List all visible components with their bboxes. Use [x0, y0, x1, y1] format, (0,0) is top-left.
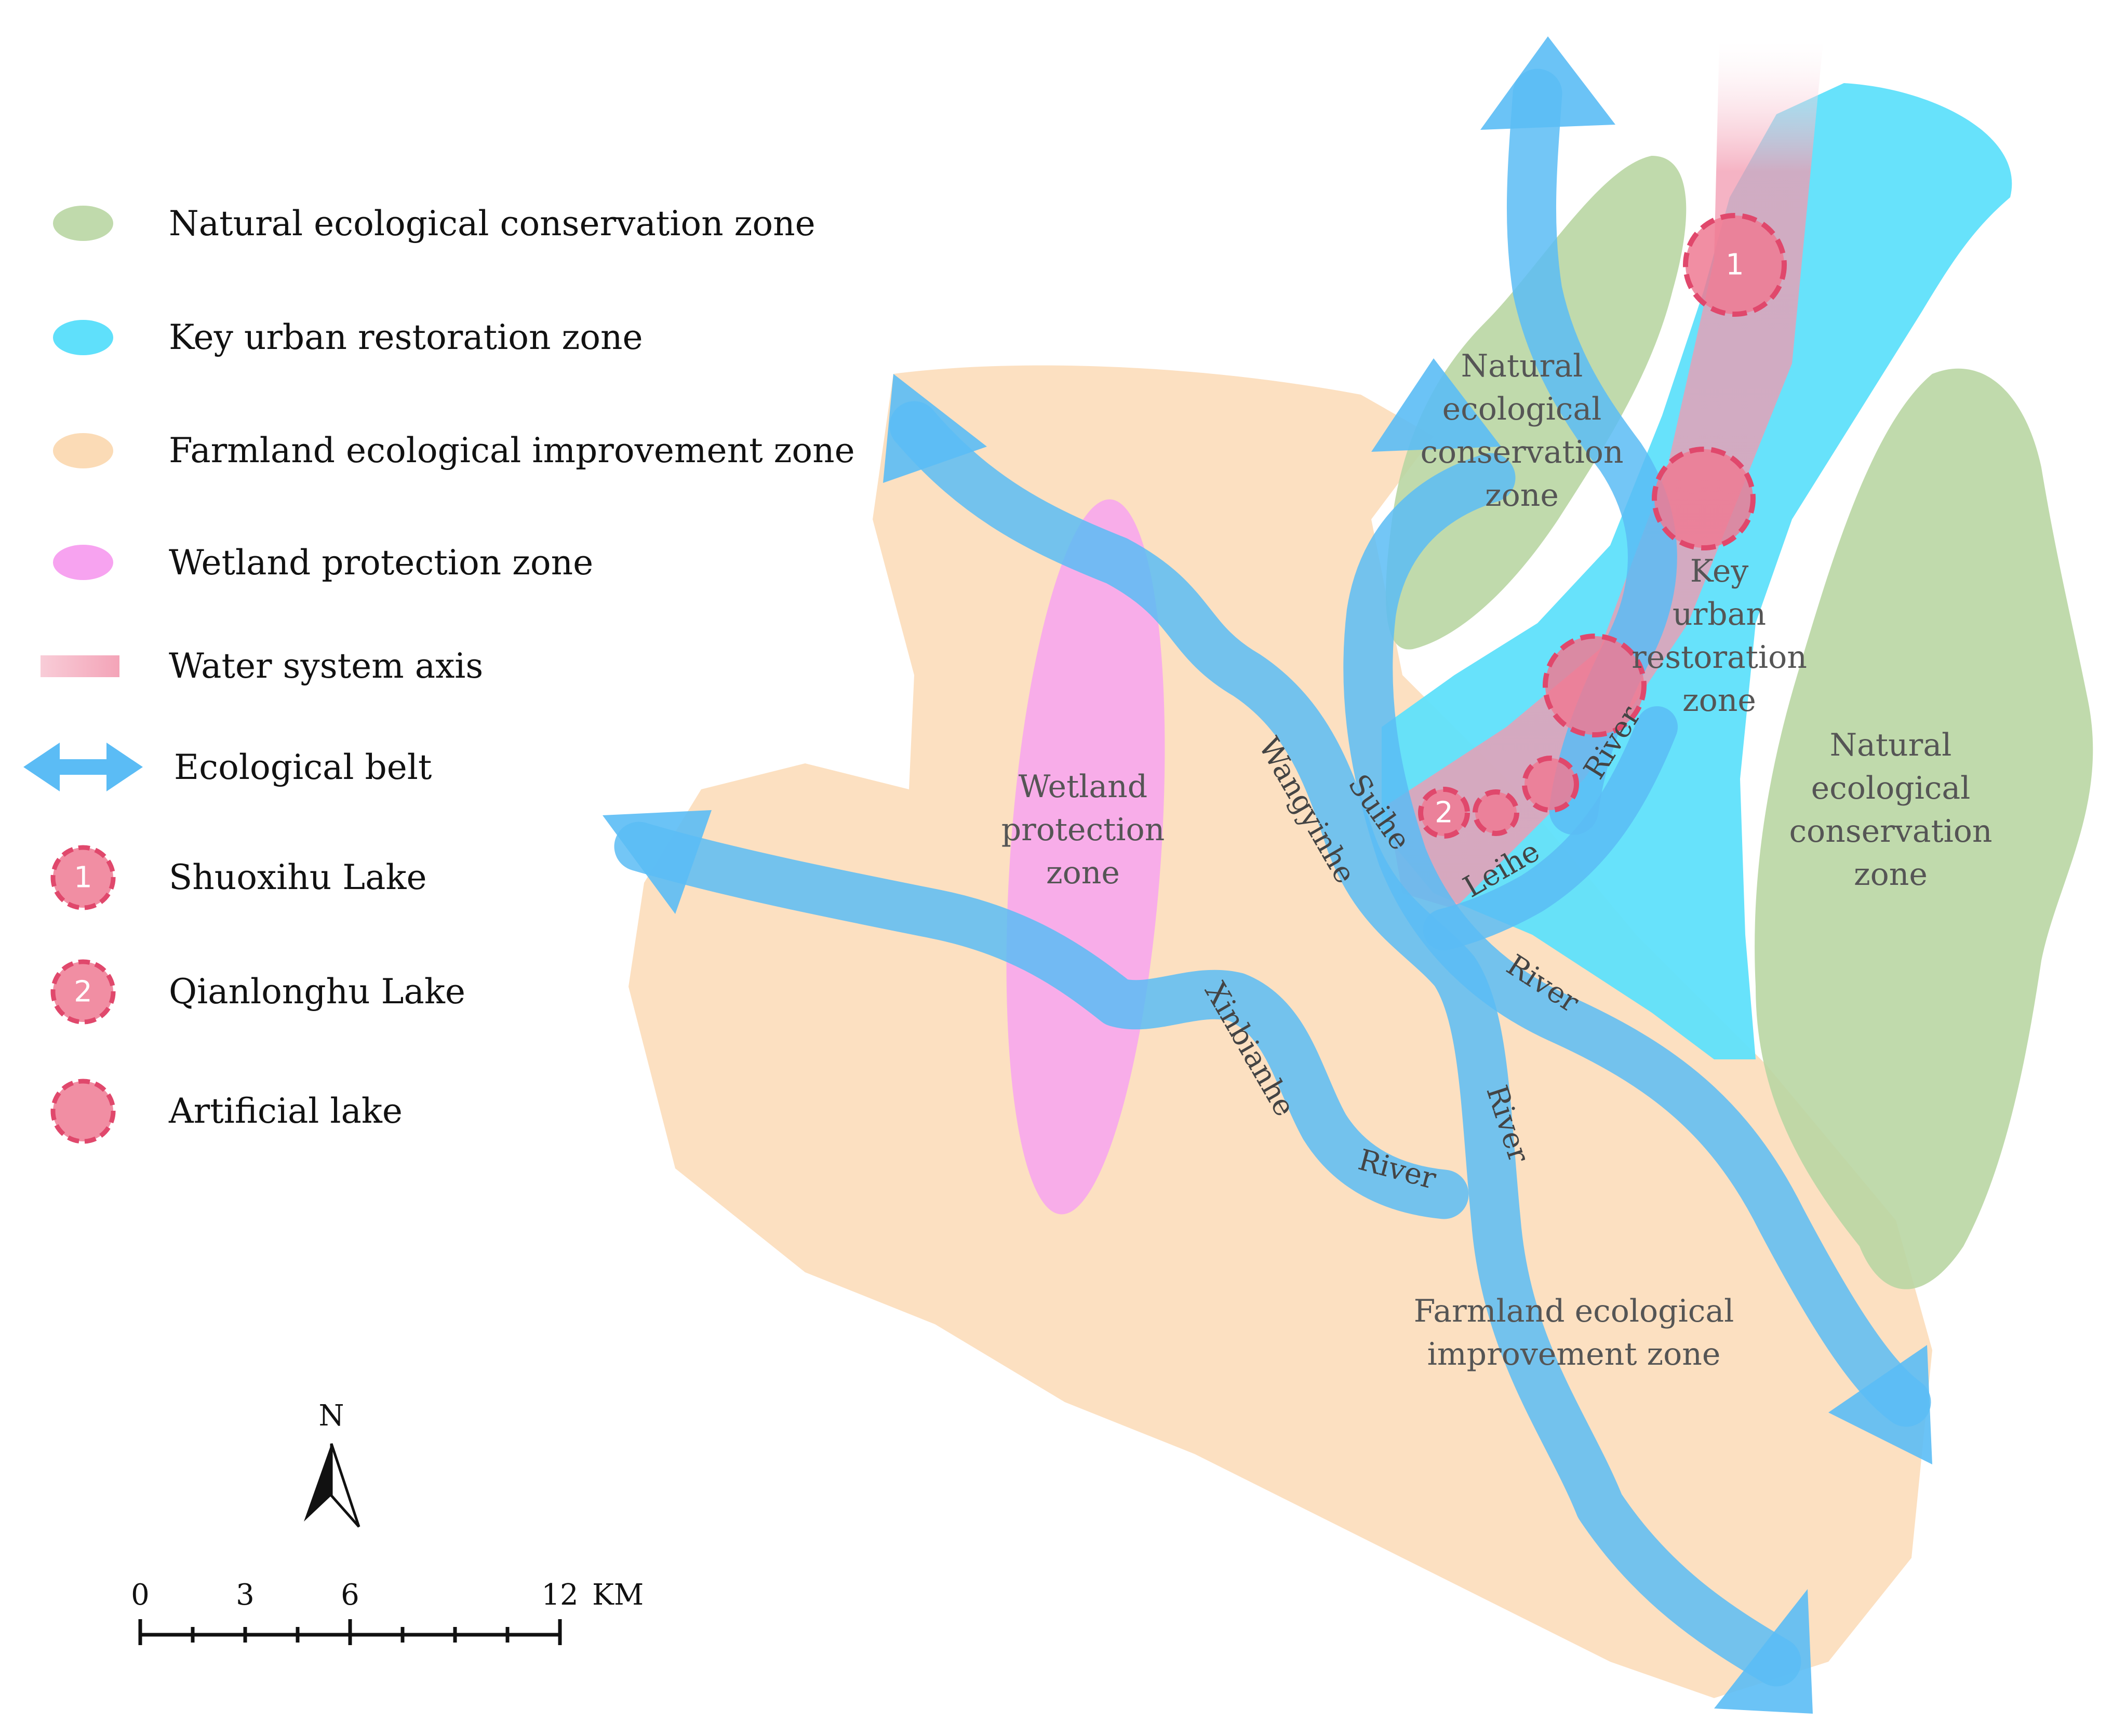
- lakes: [1418, 213, 1787, 839]
- legend-label-belt: Ecological belt: [174, 747, 432, 787]
- lake-1-icon: 1: [50, 845, 116, 910]
- scale-unit: KM: [592, 1578, 644, 1612]
- pink-ellipse-icon: [53, 545, 113, 580]
- natural-top-label-line3: conservation: [1420, 434, 1623, 470]
- natural-top-label: Natural ecological conservation zone: [1420, 348, 1623, 514]
- arrow-northwest-icon: [883, 374, 987, 483]
- belt-arrowheads: [603, 36, 1932, 1714]
- scale-tick-12: 12: [541, 1578, 578, 1612]
- artificial-lake-4: [1473, 789, 1519, 836]
- wetland-label-line2: protection: [1001, 812, 1165, 848]
- suihe-belt: [1343, 453, 1931, 1427]
- natural-zone-top: [1386, 156, 1687, 650]
- arrow-suihe-north-icon: [1371, 358, 1501, 452]
- wetland-label-line1: Wetland: [1019, 769, 1147, 805]
- peach-ellipse-icon: [53, 433, 113, 468]
- artificial-lake-2: [1543, 634, 1647, 737]
- arrow-south-icon: [1714, 1589, 1813, 1714]
- xinbianhe-belt: [614, 822, 1469, 1219]
- farmland-label-line1: Farmland ecological: [1414, 1293, 1734, 1329]
- qianlonghu-lake-number: 2: [1435, 796, 1453, 830]
- legend-label-axis: Water system axis: [169, 646, 483, 686]
- north-arrow-outline-icon: [330, 1443, 360, 1528]
- scale-bar: 0 3 6 12 KM: [131, 1578, 644, 1645]
- north-label: N: [319, 1399, 344, 1433]
- arrow-west-icon: [603, 810, 712, 914]
- shuoxihu-lake: [1683, 213, 1787, 317]
- natural-top-label-line2: ecological: [1442, 391, 1602, 427]
- legend-label-artificial: Artificial lake: [168, 1091, 403, 1131]
- north-arrow: N: [304, 1399, 360, 1528]
- urban-label: Key urban restoration zone: [1632, 553, 1807, 719]
- legend-label-farmland: Farmland ecological improvement zone: [169, 430, 855, 470]
- natural-top-label-line1: Natural: [1461, 348, 1583, 384]
- legend-label-natural: Natural ecological conservation zone: [169, 204, 815, 244]
- cyan-ellipse-icon: [53, 320, 113, 355]
- qianlonghu-lake: [1418, 787, 1470, 839]
- wangyinhe-belt: [889, 401, 1801, 1687]
- artificial-lake-icon: [50, 1079, 116, 1144]
- lake-1-icon-number: 1: [74, 861, 92, 895]
- natural-right-label-line4: zone: [1854, 856, 1928, 893]
- scale-line: [138, 1619, 562, 1645]
- map-area: 1 2 Natural ecological conservation zone…: [603, 36, 2093, 1714]
- natural-right-label-line1: Natural: [1830, 727, 1952, 763]
- natural-right-label-line2: ecological: [1811, 770, 1971, 806]
- scale-tick-6: 6: [341, 1578, 359, 1612]
- north-arrow-icon: [304, 1444, 331, 1522]
- green-ellipse-icon: [53, 206, 113, 241]
- arrow-southeast-icon: [1828, 1345, 1932, 1464]
- wetland-zone: [1006, 499, 1165, 1215]
- scale-tick-3: 3: [236, 1578, 255, 1612]
- urban-label-line3: restoration: [1632, 639, 1807, 676]
- double-arrow-icon: [23, 743, 143, 791]
- urban-label-line1: Key: [1690, 553, 1749, 589]
- ecological-belts: [614, 69, 1931, 1687]
- farmland-label: Farmland ecological improvement zone: [1414, 1293, 1734, 1372]
- legend-label-urban: Key urban restoration zone: [169, 317, 643, 357]
- shuoxihu-lake-number: 1: [1726, 248, 1744, 282]
- legend-label-lake1: Shuoxihu Lake: [169, 857, 427, 897]
- artificial-lake-1: [1652, 447, 1756, 550]
- wetland-label-line3: zone: [1046, 855, 1120, 891]
- natural-right-label: Natural ecological conservation zone: [1789, 727, 1992, 893]
- leihe-belt: [1423, 706, 1678, 950]
- natural-right-label-line3: conservation: [1789, 813, 1992, 850]
- natural-zone-right: [1755, 368, 2093, 1289]
- natural-top-label-line4: zone: [1485, 477, 1559, 514]
- arrow-north-icon: [1480, 36, 1615, 130]
- legend: 1 2 Natural ecological conservation zone…: [23, 204, 855, 1144]
- urban-label-line4: zone: [1682, 682, 1756, 719]
- legend-label-wetland: Wetland protection zone: [169, 543, 593, 583]
- lake-2-icon: 2: [50, 959, 116, 1025]
- scale-tick-0: 0: [131, 1578, 150, 1612]
- pink-band-icon: [41, 655, 119, 677]
- farmland-label-line2: improvement zone: [1427, 1336, 1721, 1372]
- artificial-lake-3: [1522, 756, 1579, 813]
- urban-label-line2: urban: [1673, 596, 1766, 633]
- wetland-label: Wetland protection zone: [1001, 769, 1165, 891]
- lake-2-icon-number: 2: [74, 975, 92, 1009]
- legend-label-lake2: Qianlonghu Lake: [169, 972, 465, 1012]
